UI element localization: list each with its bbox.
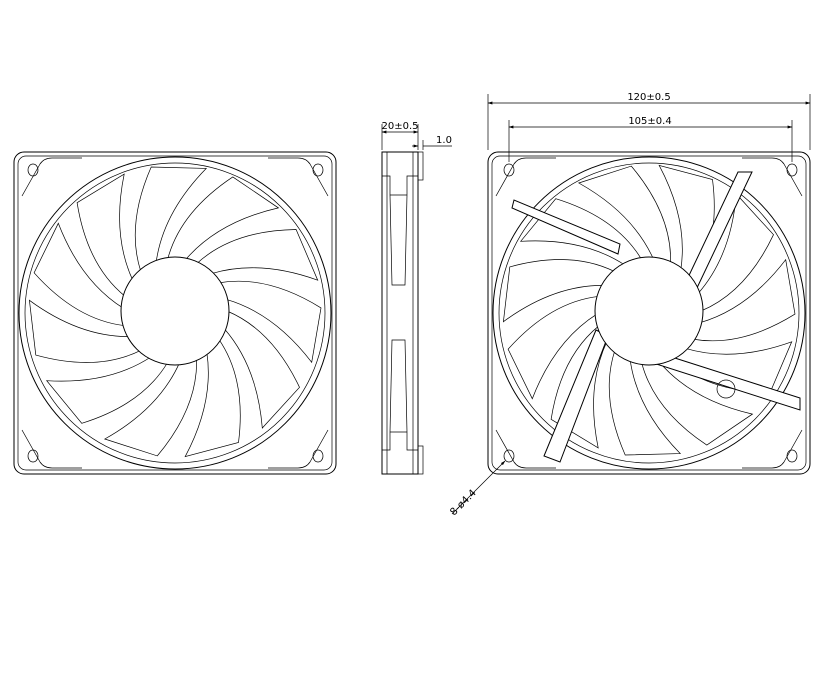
strut-upper-right xyxy=(683,171,753,291)
front-hole-br xyxy=(312,449,324,463)
front-corner-bl xyxy=(21,429,82,469)
fan-blade xyxy=(550,325,608,449)
thickness-label: 20±0.5 xyxy=(381,121,418,132)
fan-blade xyxy=(33,222,126,327)
back-corner-tl xyxy=(495,157,556,197)
fan-blade xyxy=(577,165,671,264)
back-hub xyxy=(594,256,704,366)
fan-blade xyxy=(697,193,774,312)
front-venturi-inner xyxy=(24,162,326,464)
front-corner-tl xyxy=(21,157,82,197)
front-view xyxy=(13,151,337,475)
back-blades xyxy=(502,164,796,456)
fan-blade xyxy=(184,338,241,458)
back-corner-tr xyxy=(742,157,803,197)
fan-blade xyxy=(502,259,616,323)
fan-blade xyxy=(223,310,300,429)
back-venturi-inner xyxy=(498,162,800,464)
fan-blade xyxy=(76,173,134,297)
front-venturi-outer xyxy=(18,156,332,470)
cable-exit xyxy=(716,379,736,399)
front-blades xyxy=(28,166,322,458)
fan-blade xyxy=(103,358,197,457)
fan-blade xyxy=(28,299,142,363)
back-struts xyxy=(511,171,801,463)
side-view: 20±0.5 1.0 xyxy=(381,121,452,475)
fan-blade xyxy=(218,280,322,364)
front-hole-bl xyxy=(27,449,39,463)
side-lip-bottom xyxy=(417,445,424,475)
front-hole-tl xyxy=(27,163,39,177)
fan-blade xyxy=(608,350,682,456)
fan-blade xyxy=(196,229,319,281)
front-corner-tr xyxy=(268,157,329,197)
hole-leader-line xyxy=(451,460,506,515)
back-venturi-outer xyxy=(492,156,806,470)
front-hole-tr xyxy=(312,163,324,177)
fan-blade xyxy=(45,356,168,424)
side-lip-top xyxy=(417,151,424,181)
strut-lower-right xyxy=(649,351,801,411)
front-hub xyxy=(120,256,230,366)
hole-spacing-label: 105±0.4 xyxy=(628,116,671,127)
fan-blade xyxy=(692,258,796,342)
back-hole-tr xyxy=(786,163,798,177)
side-body xyxy=(381,151,419,475)
back-frame-outer xyxy=(487,151,811,475)
strut-lower-left xyxy=(543,329,609,463)
fan-blade xyxy=(134,166,208,272)
strut-upper-left xyxy=(511,199,621,255)
front-corner-br xyxy=(268,429,329,469)
back-hole-bl xyxy=(503,449,515,463)
front-frame-outer xyxy=(13,151,337,475)
back-corner-br xyxy=(742,429,803,469)
mounting-hole-label: 8-ø4.4 xyxy=(448,488,478,518)
fan-blade xyxy=(507,295,600,400)
offset-label: 1.0 xyxy=(436,135,452,146)
front-frame-inner xyxy=(17,155,333,471)
width-label: 120±0.5 xyxy=(627,92,670,103)
fan-blade xyxy=(167,176,280,261)
back-hole-tl xyxy=(503,163,515,177)
back-frame-inner xyxy=(491,155,807,471)
back-view: 120±0.5 105±0.4 8-ø4.4 xyxy=(448,92,811,518)
back-hole-br xyxy=(786,449,798,463)
fan-blade xyxy=(519,198,642,266)
fan-blade xyxy=(641,361,754,446)
back-corner-bl xyxy=(495,429,556,469)
